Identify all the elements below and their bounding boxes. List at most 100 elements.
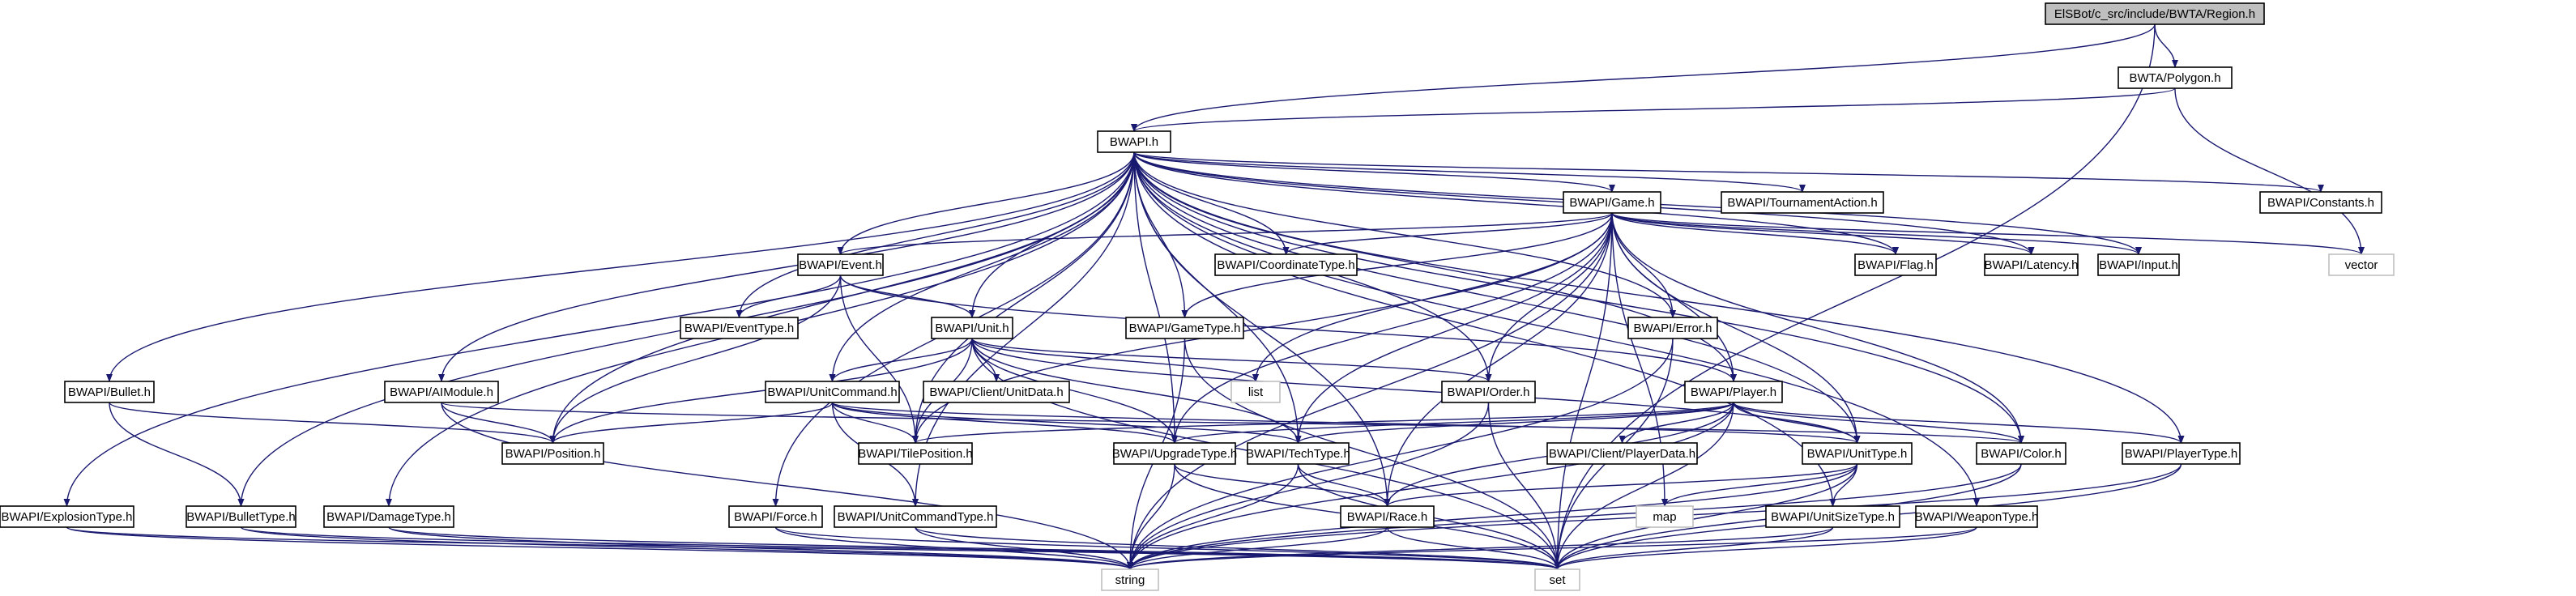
- node-box-string: [1101, 568, 1159, 591]
- node-list[interactable]: list: [1230, 381, 1281, 403]
- node-tournament[interactable]: BWAPI/TournamentAction.h: [1721, 191, 1884, 214]
- node-box-bwapi: [1097, 130, 1171, 153]
- node-game[interactable]: BWAPI/Game.h: [1563, 191, 1661, 214]
- node-unittype[interactable]: BWAPI/UnitType.h: [1802, 442, 1913, 465]
- edge-unitcommand-to-techtype: [831, 402, 1302, 444]
- node-string[interactable]: string: [1101, 568, 1159, 591]
- node-bullet[interactable]: BWAPI/Bullet.h: [64, 381, 155, 403]
- edge-game-to-gametype: [1181, 212, 1613, 318]
- node-label-upgradetype: BWAPI/UpgradeType.h: [1112, 447, 1238, 461]
- node-unitcmdtype[interactable]: BWAPI/UnitCommandType.h: [834, 505, 997, 528]
- node-flag[interactable]: BWAPI/Flag.h: [1854, 253, 1937, 276]
- node-label-flag: BWAPI/Flag.h: [1857, 258, 1934, 272]
- node-unitsizetype[interactable]: BWAPI/UnitSizeType.h: [1765, 505, 1900, 528]
- edge-event-to-position: [549, 275, 842, 444]
- node-clientunitdata[interactable]: BWAPI/Client/UnitData.h: [923, 381, 1070, 403]
- node-vector[interactable]: vector: [2328, 253, 2395, 276]
- edge-unit-to-order: [971, 338, 1492, 382]
- edge-game-to-unittype: [1611, 212, 1861, 444]
- node-label-constants: BWAPI/Constants.h: [2267, 196, 2374, 210]
- node-upgradetype[interactable]: BWAPI/UpgradeType.h: [1112, 442, 1238, 465]
- node-label-unitsizetype: BWAPI/UnitSizeType.h: [1771, 510, 1895, 524]
- edge-unitcmdtype-to-string: [915, 526, 1133, 570]
- node-error[interactable]: BWAPI/Error.h: [1627, 317, 1718, 339]
- node-event[interactable]: BWAPI/Event.h: [797, 253, 884, 276]
- node-race[interactable]: BWAPI/Race.h: [1340, 505, 1435, 528]
- node-label-tileposition: BWAPI/TilePosition.h: [858, 447, 972, 461]
- node-force[interactable]: BWAPI/Force.h: [728, 505, 823, 528]
- edge-unit-to-unitcommand: [829, 338, 973, 382]
- edge-upgradetype-to-race: [1174, 463, 1391, 507]
- node-region[interactable]: ElSBot/c_src/include/BWTA/Region.h: [2045, 2, 2265, 25]
- node-position[interactable]: BWAPI/Position.h: [501, 442, 604, 465]
- node-set[interactable]: set: [1534, 568, 1580, 591]
- edge-unit-to-upgradetype: [971, 338, 1178, 444]
- node-player[interactable]: BWAPI/Player.h: [1684, 381, 1783, 403]
- node-box-gametype: [1125, 317, 1244, 339]
- edge-bwapi-to-unitsizetype: [1133, 151, 1836, 507]
- node-unit[interactable]: BWAPI/Unit.h: [931, 317, 1013, 339]
- node-label-eventtype: BWAPI/EventType.h: [685, 321, 794, 335]
- node-label-force: BWAPI/Force.h: [734, 510, 817, 524]
- edge-player-to-clientplayer: [1619, 402, 1734, 444]
- node-unitcommand[interactable]: BWAPI/UnitCommand.h: [765, 381, 900, 403]
- edge-game-to-string: [1127, 212, 1613, 570]
- node-color[interactable]: BWAPI/Color.h: [1976, 442, 2066, 465]
- node-label-region: ElSBot/c_src/include/BWTA/Region.h: [2054, 7, 2255, 21]
- node-box-list: [1230, 381, 1281, 403]
- node-tileposition[interactable]: BWAPI/TilePosition.h: [858, 442, 973, 465]
- edge-bwapi-to-color: [1133, 151, 2024, 444]
- node-latency[interactable]: BWAPI/Latency.h: [1984, 253, 2079, 276]
- node-techtype[interactable]: BWAPI/TechType.h: [1246, 442, 1350, 465]
- edge-region-to-set: [1554, 23, 2156, 570]
- edge-bwapi-to-explosiontype: [63, 151, 1135, 507]
- node-label-bwapi: BWAPI.h: [1110, 135, 1158, 149]
- edge-order-to-set: [1487, 402, 1561, 570]
- node-label-techtype: BWAPI/TechType.h: [1246, 447, 1350, 461]
- node-bullettype[interactable]: BWAPI/BulletType.h: [186, 505, 296, 528]
- node-aimodule[interactable]: BWAPI/AIModule.h: [384, 381, 499, 403]
- node-box-explosiontype: [0, 505, 134, 528]
- node-label-order: BWAPI/Order.h: [1448, 385, 1530, 399]
- node-clientplayer[interactable]: BWAPI/Client/PlayerData.h: [1546, 442, 1698, 465]
- node-label-list: list: [1248, 385, 1264, 399]
- node-bwapi[interactable]: BWAPI.h: [1097, 130, 1171, 153]
- node-label-damagetype: BWAPI/DamageType.h: [326, 510, 451, 524]
- node-damagetype[interactable]: BWAPI/DamageType.h: [323, 505, 454, 528]
- edges-layer: [63, 23, 2365, 570]
- node-label-unitcmdtype: BWAPI/UnitCommandType.h: [838, 510, 994, 524]
- node-map[interactable]: map: [1636, 505, 1694, 528]
- node-weapontype[interactable]: BWAPI/WeaponType.h: [1915, 505, 2039, 528]
- edge-game-to-input: [1611, 212, 2142, 255]
- edge-bwapi-to-playertype: [1133, 151, 2185, 444]
- node-label-clientunitdata: BWAPI/Client/UnitData.h: [929, 385, 1063, 399]
- node-box-bullettype: [186, 505, 296, 528]
- node-eventtype[interactable]: BWAPI/EventType.h: [680, 317, 799, 339]
- node-polygon[interactable]: BWTA/Polygon.h: [2118, 66, 2233, 89]
- node-coordtype[interactable]: BWAPI/CoordinateType.h: [1214, 253, 1358, 276]
- node-box-tileposition: [858, 442, 973, 465]
- edge-unitcmdtype-to-set: [915, 526, 1561, 570]
- node-box-unitcmdtype: [834, 505, 997, 528]
- node-label-game: BWAPI/Game.h: [1569, 196, 1654, 210]
- edge-bullet-to-bullettype: [109, 402, 245, 507]
- node-label-error: BWAPI/Error.h: [1634, 321, 1712, 335]
- edge-unit-to-list: [971, 338, 1259, 382]
- edge-aimodule-to-position: [441, 402, 557, 444]
- node-input[interactable]: BWAPI/Input.h: [2097, 253, 2180, 276]
- node-gametype[interactable]: BWAPI/GameType.h: [1125, 317, 1244, 339]
- edge-unittype-to-map: [1661, 463, 1858, 507]
- node-explosiontype[interactable]: BWAPI/ExplosionType.h: [0, 505, 134, 528]
- node-label-bullet: BWAPI/Bullet.h: [68, 385, 151, 399]
- edge-bwapi-to-upgradetype: [1133, 151, 1178, 444]
- edge-bwapi-to-tournament: [1133, 151, 1806, 193]
- node-label-vector: vector: [2345, 258, 2378, 272]
- edge-player-to-unittype: [1733, 402, 1861, 444]
- node-label-weapontype: BWAPI/WeaponType.h: [1915, 510, 2039, 524]
- node-constants[interactable]: BWAPI/Constants.h: [2259, 191, 2382, 214]
- edge-unitsizetype-to-set: [1554, 526, 1834, 570]
- node-playertype[interactable]: BWAPI/PlayerType.h: [2122, 442, 2241, 465]
- node-box-error: [1627, 317, 1718, 339]
- node-order[interactable]: BWAPI/Order.h: [1441, 381, 1536, 403]
